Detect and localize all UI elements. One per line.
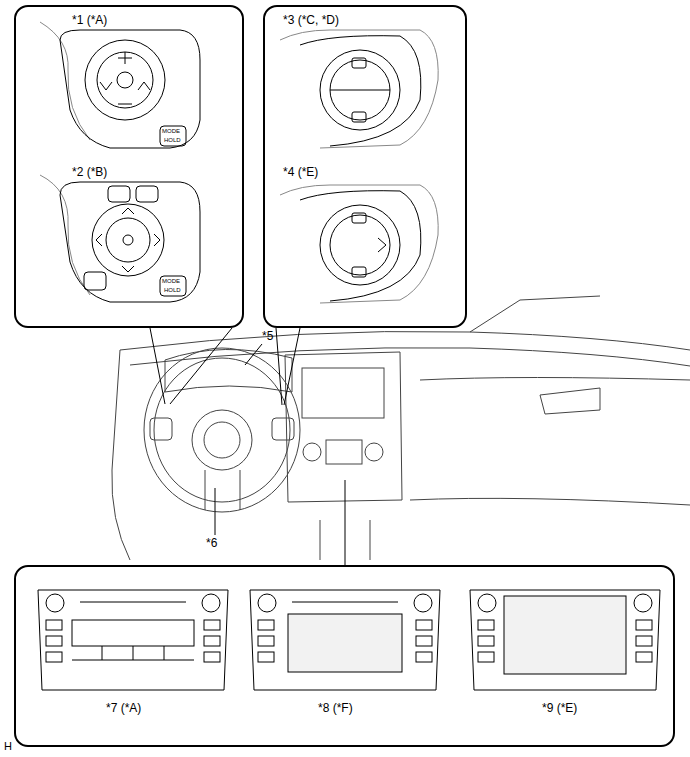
button-label: HOLD bbox=[164, 287, 181, 294]
button-label: HOLD bbox=[164, 137, 181, 144]
callout-panel: *1 (*A) *2 (*B) bbox=[14, 5, 244, 328]
figure-code: H bbox=[4, 740, 12, 752]
callout-number: *8 (*F) bbox=[318, 701, 353, 715]
steering-switch bbox=[280, 185, 438, 303]
radio-unit bbox=[38, 590, 228, 690]
steering-switch bbox=[40, 22, 200, 148]
leader-line bbox=[150, 328, 345, 565]
callout-number: *1 (*A) bbox=[72, 13, 107, 27]
callout-number: *7 (*A) bbox=[106, 701, 141, 715]
button-label: MODE bbox=[162, 128, 180, 135]
callout-number: *2 (*B) bbox=[72, 165, 107, 179]
button-label: MODE bbox=[162, 278, 180, 285]
callout-number: *4 (*E) bbox=[283, 165, 318, 179]
dashboard-drawing bbox=[112, 296, 690, 560]
steering-switch bbox=[280, 30, 438, 148]
radio-unit bbox=[470, 590, 660, 690]
callout-number: *9 (*E) bbox=[542, 701, 577, 715]
steering-switch bbox=[40, 175, 200, 302]
callout-number: *5 bbox=[262, 330, 273, 343]
callout-panel: *3 (*C, *D) *4 (*E) bbox=[263, 5, 467, 328]
callout-panel: *7 (*A) *8 (*F) *9 (*E) bbox=[14, 565, 675, 747]
radio-unit bbox=[250, 590, 440, 690]
callout-number: *3 (*C, *D) bbox=[283, 13, 339, 27]
callout-number: *6 bbox=[206, 537, 217, 550]
